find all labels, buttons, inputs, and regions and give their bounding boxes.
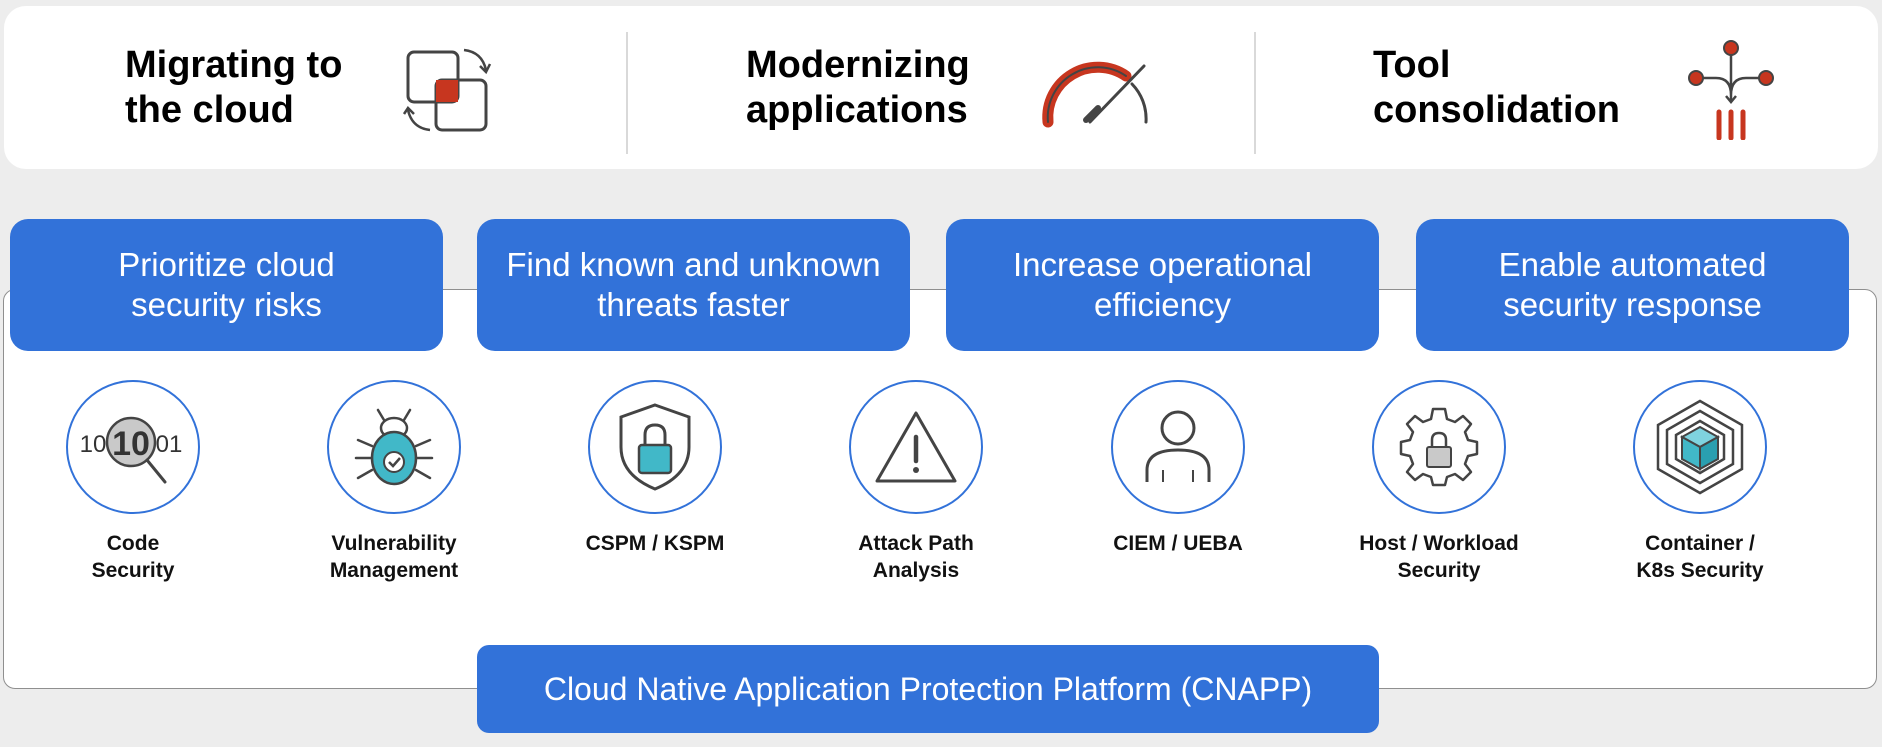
capability-label: Container / K8s Security	[1636, 532, 1764, 582]
capability-label: Host / Workload Security	[1359, 532, 1519, 582]
user-icon	[1145, 410, 1211, 482]
driver-label: Modernizing applications	[746, 43, 970, 131]
goal-operational-efficiency: Increase operational efficiency	[946, 219, 1379, 351]
divider	[626, 32, 628, 154]
business-drivers-bar: Migrating to the cloud Modernizing appli…	[4, 6, 1878, 169]
driver-cloud-migration: Migrating to the cloud	[125, 6, 342, 169]
driver-label: Tool consolidation	[1373, 43, 1620, 131]
binary-text-center: 10	[112, 425, 150, 463]
speedometer-icon	[1042, 61, 1148, 128]
binary-text-left: 10	[80, 431, 107, 458]
driver-modernizing: Modernizing applications	[746, 6, 970, 169]
cloud-migration-icon	[402, 48, 492, 132]
bug-icon	[354, 408, 434, 486]
capability-label: CSPM / KSPM	[585, 532, 725, 555]
goal-prioritize-risks: Prioritize cloud security risks	[10, 219, 443, 351]
capability-label: Vulnerability Management	[329, 532, 459, 582]
capability-label: CIEM / UEBA	[1113, 532, 1243, 555]
container-cube-icon	[1656, 399, 1744, 495]
capability-label: Attack Path Analysis	[858, 532, 974, 582]
warning-triangle-icon	[875, 411, 957, 483]
gear-lock-icon	[1399, 407, 1479, 487]
binary-magnifier-icon: 10 10 01	[80, 416, 183, 484]
driver-label: Migrating to the cloud	[125, 43, 343, 131]
capability-host-workload-security: Host / Workload Security	[1339, 380, 1539, 584]
capability-ciem-ueba: CIEM / UEBA	[1078, 380, 1278, 557]
cnapp-platform-bar: Cloud Native Application Protection Plat…	[477, 645, 1379, 733]
capability-attack-path-analysis: Attack Path Analysis	[816, 380, 1016, 584]
driver-tool-consolidation: Tool consolidation	[1373, 6, 1620, 169]
consolidation-icon	[1688, 40, 1774, 140]
capability-label: Code Security	[91, 532, 175, 582]
divider	[1254, 32, 1256, 154]
goal-find-threats: Find known and unknown threats faster	[477, 219, 910, 351]
goal-automated-response: Enable automated security response	[1416, 219, 1849, 351]
binary-text-right: 01	[156, 431, 183, 458]
capability-cspm-kspm: CSPM / KSPM	[555, 380, 755, 557]
capability-vulnerability-management: Vulnerability Management	[294, 380, 494, 584]
capability-container-k8s-security: Container / K8s Security	[1600, 380, 1800, 584]
capability-code-security: 10 10 01 Code Security	[33, 380, 233, 584]
shield-lock-icon	[619, 403, 691, 491]
